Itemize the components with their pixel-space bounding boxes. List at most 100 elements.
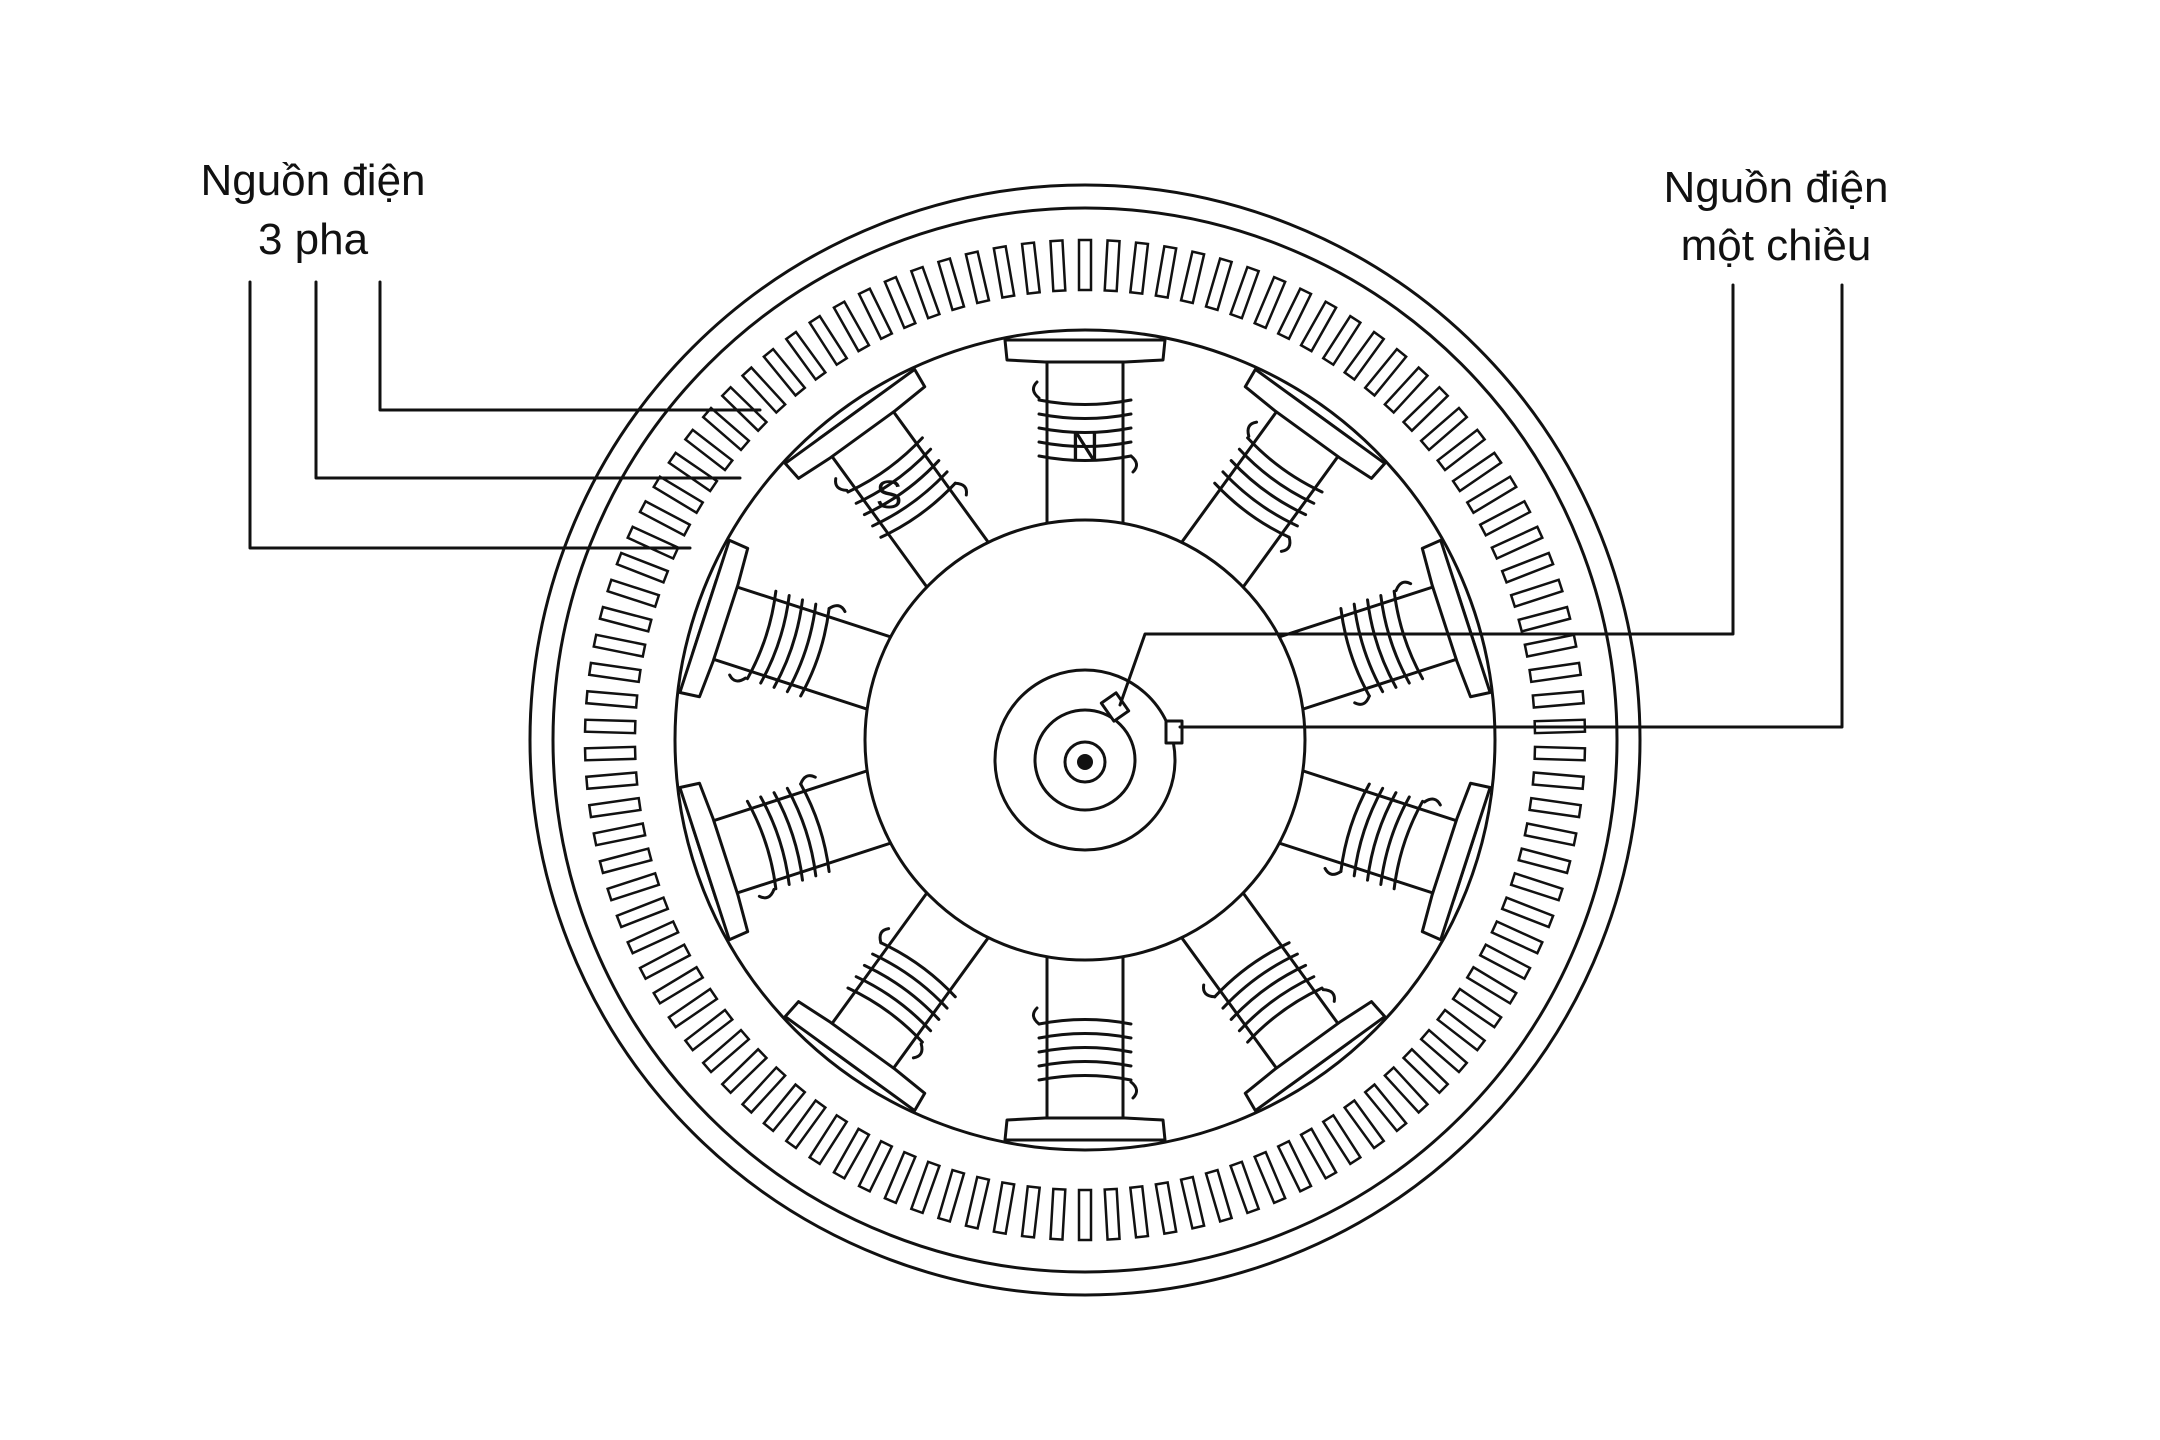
stator-slot <box>626 525 680 561</box>
stator-slot <box>615 551 670 584</box>
stator-slot <box>1500 551 1555 584</box>
stator-slot <box>1128 1184 1150 1239</box>
stator-slot <box>1401 1047 1450 1095</box>
three-phase-label-line2: 3 pha <box>258 215 369 264</box>
stator-slot <box>701 1028 751 1074</box>
stator-slot <box>1517 605 1572 633</box>
stator-slot <box>652 965 705 1006</box>
stator-slot <box>762 347 807 398</box>
stator-bore <box>673 328 1497 1152</box>
stator-slot <box>1478 499 1532 537</box>
stator-slot <box>1276 286 1313 341</box>
shaft-center <box>1077 754 1093 770</box>
stator-slot <box>592 633 647 658</box>
shaft-ring <box>1063 740 1107 784</box>
stator-slot <box>720 1047 769 1095</box>
stator-slot <box>592 822 647 847</box>
stator-slot <box>583 718 637 735</box>
stator-slot <box>584 689 639 709</box>
stator-slot <box>1077 238 1093 292</box>
stator-slot <box>1299 299 1338 353</box>
stator-slot <box>606 578 661 609</box>
stator-slot <box>1049 1187 1067 1241</box>
stator-slot <box>1154 244 1178 300</box>
three-phase-label-line1: Nguồn điện <box>200 156 425 205</box>
stator-slot <box>1342 1098 1386 1150</box>
stator-slot <box>1531 689 1586 709</box>
stator-slot <box>1419 406 1469 452</box>
stator-slot <box>857 286 894 341</box>
stator-slot <box>1490 919 1544 955</box>
dc-leads <box>1118 283 1844 729</box>
rotor-poles <box>678 338 1492 1142</box>
brush-right <box>1164 719 1184 745</box>
stator-slot <box>1204 1168 1234 1223</box>
stator-slot <box>683 1008 735 1052</box>
stator-slot <box>964 1175 991 1230</box>
stator-slot <box>606 871 661 902</box>
stator-slot <box>1276 1139 1313 1194</box>
stator-slot <box>587 796 642 819</box>
stator-slot <box>587 661 642 684</box>
stator-slot <box>1523 822 1578 847</box>
rotor-hub <box>863 518 1307 962</box>
stator-slot <box>1465 474 1518 515</box>
stator-slot <box>1321 1113 1363 1166</box>
stator-slot <box>1531 771 1586 791</box>
stator-slot <box>936 257 966 312</box>
stator-slots <box>583 238 1587 1242</box>
dc-label-line2: một chiều <box>1681 221 1872 270</box>
stator-slot <box>832 299 871 353</box>
stator-slot <box>1342 330 1386 382</box>
stator-slot <box>1451 987 1503 1029</box>
stator-slot <box>584 771 639 791</box>
rotor-pole <box>783 886 994 1113</box>
stator-slot <box>1523 633 1578 658</box>
stator-slot <box>857 1139 894 1194</box>
stator-slot <box>1228 1160 1261 1215</box>
stator-slot <box>992 1180 1016 1236</box>
stator-slot <box>1299 1127 1338 1181</box>
stator-slot <box>909 265 942 320</box>
stator-slot <box>1363 347 1408 398</box>
stator-slot <box>1435 428 1487 472</box>
stator-slot <box>1465 965 1518 1006</box>
stator-slot <box>1128 241 1150 296</box>
rotor-pole <box>678 538 899 713</box>
stator-slot <box>1253 1150 1287 1205</box>
stator-slot <box>1509 578 1564 609</box>
pole-north-label: N <box>1071 425 1100 469</box>
stator-slot <box>1533 745 1587 762</box>
stator-slot <box>1204 257 1234 312</box>
pole-south-label: S <box>876 473 903 517</box>
stator-slot <box>1103 239 1121 293</box>
stator-slot <box>598 847 653 875</box>
stator-slot <box>638 943 692 981</box>
stator-slot <box>883 275 917 330</box>
stator-slot <box>1179 1175 1206 1230</box>
stator-slot <box>1077 1188 1093 1242</box>
stator-slot <box>1154 1180 1178 1236</box>
stator-slot <box>626 919 680 955</box>
stator-slot <box>1383 365 1430 415</box>
stator-slot <box>1500 896 1555 929</box>
rotor-pole <box>678 767 899 942</box>
stator-slot <box>583 745 637 762</box>
stator-slot <box>1179 250 1206 305</box>
stator-slot <box>1363 1082 1408 1133</box>
stator-slot <box>883 1150 917 1205</box>
stator-slot <box>638 499 692 537</box>
stator-slot <box>784 330 828 382</box>
stator-slot <box>936 1168 966 1223</box>
stator-slot <box>1103 1187 1121 1241</box>
rotor-pole <box>1003 948 1167 1142</box>
stator-slot <box>667 987 719 1029</box>
stator-slot <box>807 1113 849 1166</box>
stator-slot <box>1419 1028 1469 1074</box>
stator-slot <box>1528 796 1583 819</box>
stator-slot <box>1517 847 1572 875</box>
stator-slot <box>652 474 705 515</box>
stator-slot <box>1020 241 1042 296</box>
stator-slot <box>1228 265 1261 320</box>
